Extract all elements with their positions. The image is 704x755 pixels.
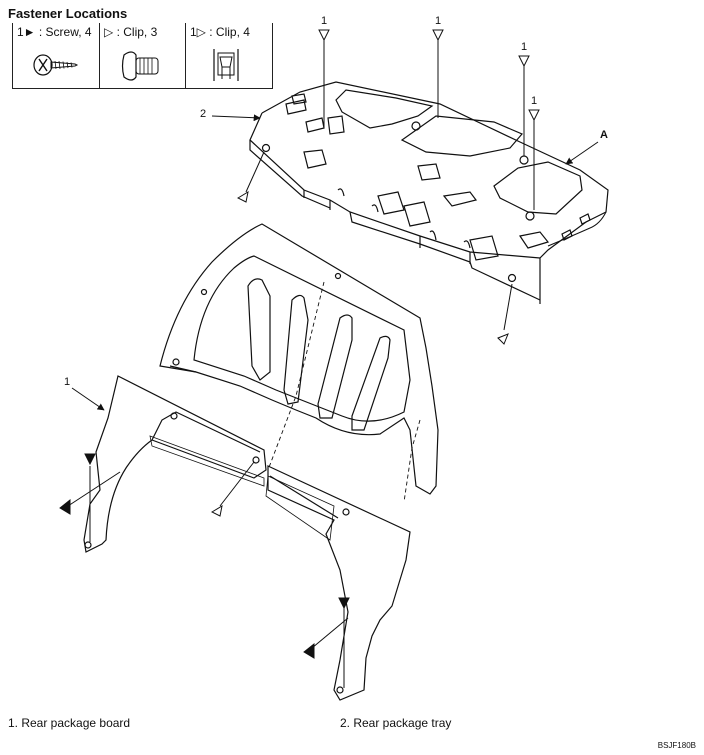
callout-top-1d: 1: [531, 95, 538, 107]
figure-code: BSJF180B: [657, 741, 696, 750]
callout-tray-index: 2: [200, 108, 207, 120]
alignment-lines: [267, 281, 421, 503]
fastener-clip-label: ▷ : Clip, 3: [104, 25, 158, 39]
fastener-square-clip-label: 1▷ : Clip, 4: [190, 25, 250, 39]
screw-icon: [33, 54, 79, 76]
callout-top-1a: 1: [321, 15, 328, 27]
callout-top-1c: 1: [521, 41, 528, 53]
caption-part-2: 2. Rear package tray: [340, 716, 452, 730]
callout-detail-a: A: [600, 129, 608, 141]
push-clip-icon: [121, 51, 159, 81]
callout-board-index: 1: [64, 376, 71, 388]
fastener-screw-box: 1► : Screw, 4: [12, 23, 100, 89]
caption-part-1: 1. Rear package board: [8, 716, 131, 730]
rear-package-board: [83, 223, 439, 701]
rear-package-tray: [249, 81, 609, 304]
callout-top-1b: 1: [435, 15, 442, 27]
fastener-screw-label: 1► : Screw, 4: [17, 25, 92, 39]
square-clip-icon: [213, 49, 239, 81]
fastener-square-clip-box: 1▷ : Clip, 4: [185, 23, 273, 89]
screw-markers: [59, 453, 350, 659]
fastener-locations-title: Fastener Locations: [8, 6, 128, 21]
square-clip-markers: [318, 29, 540, 122]
clip-markers: [210, 190, 509, 517]
callout-leaders: [67, 40, 599, 688]
